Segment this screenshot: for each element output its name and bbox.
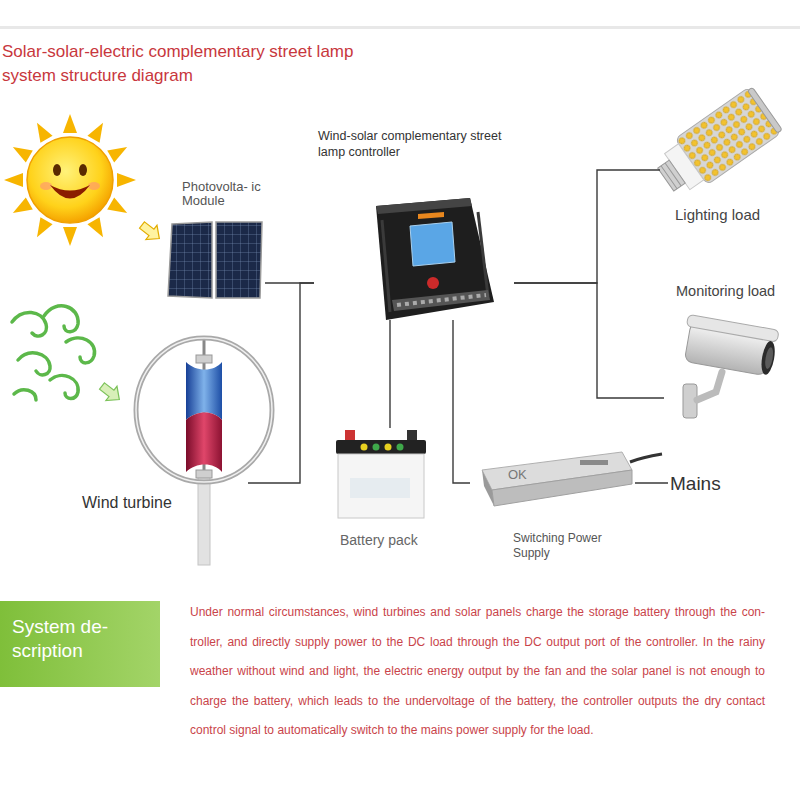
component-label: Lighting load (675, 206, 760, 224)
wind-swirls (12, 306, 95, 400)
power-supply-figure (482, 452, 662, 506)
wind-turbine-figure (136, 338, 272, 565)
sun-icon (4, 114, 136, 246)
controller: Wind-solar complementary street lamp con… (314, 124, 514, 320)
top-rule (0, 26, 800, 29)
component-label: Photovolta- ic Module (182, 180, 262, 208)
switching-power-supply: Switching Power Supply (470, 445, 635, 564)
component-label: Mains (670, 473, 721, 495)
pv-panels (168, 222, 262, 298)
sun-arrow (136, 218, 164, 246)
wind-arrow (96, 379, 124, 407)
diagram-title: Solar-solar-electric complementary stree… (2, 40, 402, 88)
wire-connector (389, 320, 390, 428)
component-label: Battery pack (340, 532, 418, 549)
monitoring-load: Monitoring load (664, 280, 794, 425)
component-label: Wind-solar complementary street lamp con… (318, 128, 510, 160)
pv-module: Photovolta- ic Module (168, 178, 265, 300)
controller-figure (376, 198, 494, 320)
battery-figure (336, 430, 426, 518)
battery-pack: Battery pack (330, 428, 430, 554)
mains-supply: Mains (668, 471, 732, 498)
camera-figure (680, 314, 779, 418)
component-label: Switching Power Supply (513, 531, 608, 561)
description-text: Under normal circumstances, wind turbine… (190, 598, 765, 746)
component-label: Wind turbine (82, 493, 172, 512)
component-label: Monitoring load (676, 283, 775, 300)
wind-turbine: Wind turbine (78, 340, 248, 568)
wire-connector (514, 283, 664, 398)
status-mark: OK (508, 467, 527, 482)
wire-connector (514, 170, 660, 283)
wire-connector (635, 482, 668, 483)
bulb-figure (650, 86, 784, 203)
wire-connector (248, 283, 314, 483)
lighting-load: Lighting load (660, 80, 792, 230)
tab-label: System de- scription (12, 615, 124, 663)
description-tab: System de- scription (0, 601, 160, 687)
wire-connector (453, 320, 470, 483)
